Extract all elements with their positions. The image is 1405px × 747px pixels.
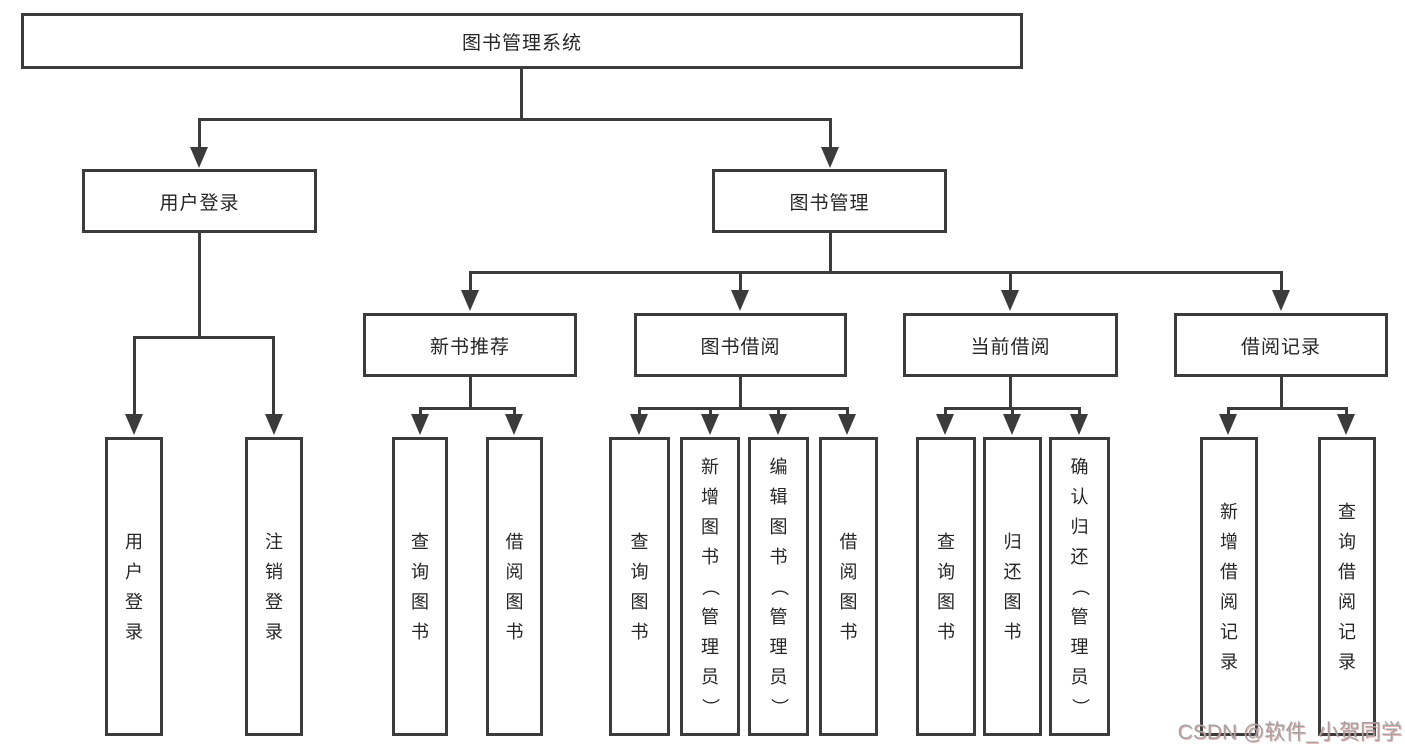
node-book-borrow: 图书借阅 bbox=[634, 313, 847, 377]
connector-new-book-stem bbox=[469, 377, 472, 410]
leaf-add-borrow-record: 新增借阅记录 bbox=[1200, 437, 1258, 736]
connector-drop-level3 bbox=[469, 271, 472, 293]
arrowhead-down-icon bbox=[1219, 414, 1237, 435]
connector-drop-leaf bbox=[419, 407, 422, 417]
node-user-login: 用户登录 bbox=[82, 169, 317, 233]
node-book-management: 图书管理 bbox=[712, 169, 947, 233]
connector-drop-level3 bbox=[1280, 271, 1283, 293]
leaf-query-books-borrow: 查询图书 bbox=[609, 437, 670, 736]
node-new-book-recommend: 新书推荐 bbox=[363, 313, 577, 377]
connector-new-book-rail bbox=[419, 407, 515, 410]
connector-drop-leaf bbox=[1011, 407, 1014, 417]
connector-user-login-rail bbox=[133, 336, 275, 339]
leaf-add-book-admin: 新增图书（管理员） bbox=[680, 437, 740, 736]
arrowhead-down-icon bbox=[838, 414, 856, 435]
arrowhead-down-icon bbox=[769, 414, 787, 435]
leaf-query-books-recommend: 查询图书 bbox=[392, 437, 448, 736]
connector-borrow-records-stem bbox=[1280, 377, 1283, 410]
arrowhead-down-icon bbox=[125, 414, 143, 435]
arrowhead-down-icon bbox=[936, 414, 954, 435]
leaf-logout: 注销登录 bbox=[245, 437, 303, 736]
leaf-user-login: 用户登录 bbox=[105, 437, 163, 736]
connector-drop-leaf bbox=[513, 407, 516, 417]
arrowhead-down-icon bbox=[1272, 290, 1290, 311]
connector-drop-leaf bbox=[1345, 407, 1348, 417]
leaf-borrow-books-borrow: 借阅图书 bbox=[819, 437, 878, 736]
connector-drop-leaf bbox=[846, 407, 849, 417]
connector-drop-leaf bbox=[944, 407, 947, 417]
node-borrow-records: 借阅记录 bbox=[1174, 313, 1388, 377]
connector-book-borrow-stem bbox=[739, 377, 742, 410]
connector-root-stem bbox=[520, 69, 523, 120]
node-current-borrow: 当前借阅 bbox=[903, 313, 1118, 377]
node-root-system: 图书管理系统 bbox=[21, 13, 1023, 69]
node-current-borrow-label: 当前借阅 bbox=[970, 336, 1051, 358]
arrowhead-down-icon bbox=[411, 414, 429, 435]
connector-drop-level3 bbox=[1009, 271, 1012, 293]
leaf-edit-book-admin: 编辑图书（管理员） bbox=[748, 437, 809, 736]
node-book-management-label: 图书管理 bbox=[789, 192, 870, 214]
leaf-return-book: 归还图书 bbox=[983, 437, 1042, 736]
connector-drop-leaf bbox=[133, 336, 136, 417]
connector-drop-book-management bbox=[829, 118, 832, 151]
leaf-query-books-current: 查询图书 bbox=[916, 437, 976, 736]
arrowhead-down-icon bbox=[505, 414, 523, 435]
arrowhead-down-icon bbox=[1001, 290, 1019, 311]
connector-drop-user-login bbox=[198, 118, 201, 151]
arrowhead-down-icon bbox=[731, 290, 749, 311]
connector-drop-leaf bbox=[777, 407, 780, 417]
arrowhead-down-icon bbox=[265, 414, 283, 435]
connector-book-management-stem bbox=[829, 233, 832, 274]
arrowhead-down-icon bbox=[1337, 414, 1355, 435]
csdn-watermark: CSDN @软件_小贺同学 bbox=[1177, 721, 1402, 744]
node-new-book-recommend-label: 新书推荐 bbox=[429, 336, 510, 358]
connector-drop-leaf bbox=[709, 407, 712, 417]
connector-current-borrow-stem bbox=[1009, 377, 1012, 410]
connector-book-borrow-rail bbox=[638, 407, 849, 410]
connector-drop-level3 bbox=[739, 271, 742, 293]
connector-level2-rail bbox=[198, 118, 832, 121]
leaf-query-borrow-record: 查询借阅记录 bbox=[1318, 437, 1376, 736]
arrowhead-down-icon bbox=[461, 290, 479, 311]
node-user-login-label: 用户登录 bbox=[159, 192, 240, 214]
leaf-borrow-books-recommend: 借阅图书 bbox=[486, 437, 543, 736]
arrowhead-down-icon bbox=[1070, 414, 1088, 435]
connector-borrow-records-rail bbox=[1227, 407, 1348, 410]
node-root-label: 图书管理系统 bbox=[461, 32, 582, 54]
connector-drop-leaf bbox=[272, 336, 275, 417]
connector-level3-rail bbox=[469, 271, 1282, 274]
connector-drop-leaf bbox=[638, 407, 641, 417]
connector-drop-leaf bbox=[1227, 407, 1230, 417]
arrowhead-down-icon bbox=[630, 414, 648, 435]
connector-user-login-stem bbox=[198, 233, 201, 339]
connector-drop-leaf bbox=[1078, 407, 1081, 417]
arrowhead-down-icon bbox=[1003, 414, 1021, 435]
leaf-confirm-return-admin: 确认归还（管理员） bbox=[1049, 437, 1110, 736]
node-book-borrow-label: 图书借阅 bbox=[700, 336, 781, 358]
arrowhead-down-icon bbox=[190, 147, 208, 168]
node-borrow-records-label: 借阅记录 bbox=[1240, 336, 1321, 358]
arrowhead-down-icon bbox=[821, 147, 839, 168]
arrowhead-down-icon bbox=[701, 414, 719, 435]
